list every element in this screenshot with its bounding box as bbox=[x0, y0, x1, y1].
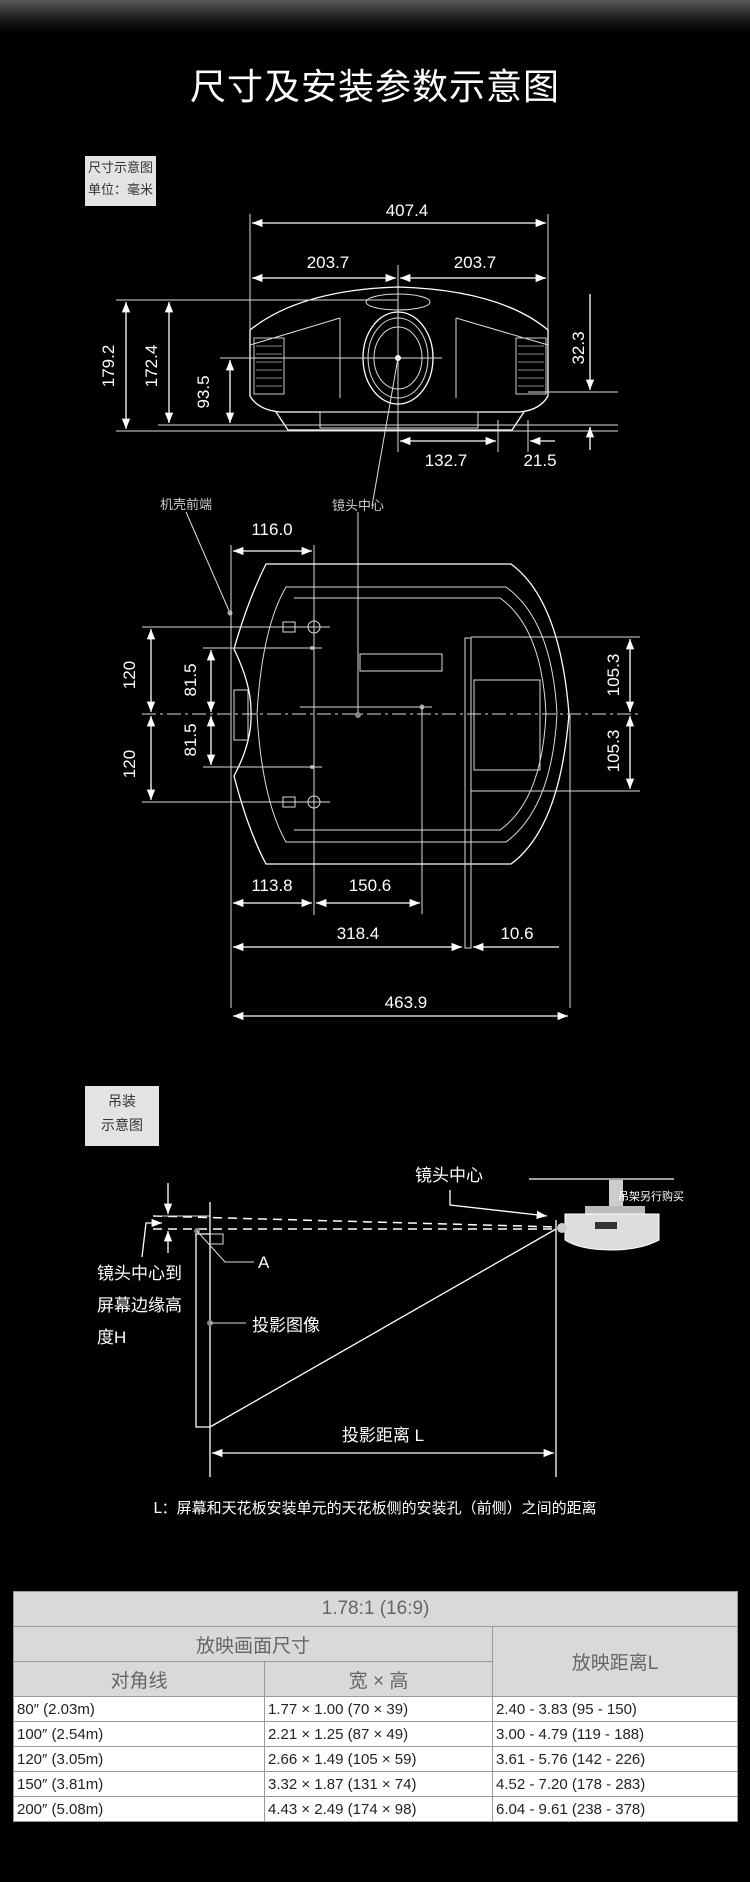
throw-distance-table: 1.78:1 (16:9) 放映画面尺寸 放映距离L 对角线 宽 × 高 80″… bbox=[13, 1591, 738, 1822]
table-distance-header: 放映距离L bbox=[492, 1626, 738, 1697]
table-row: 150″ (3.81m)3.32 × 1.87 (131 × 74)4.52 -… bbox=[13, 1771, 738, 1797]
table-row: 200″ (5.08m)4.43 × 2.49 (174 × 98)6.04 -… bbox=[13, 1796, 738, 1822]
table-row: 80″ (2.03m)1.77 × 1.00 (70 × 39)2.40 - 3… bbox=[13, 1696, 738, 1722]
table-diagonal-header: 对角线 bbox=[13, 1661, 265, 1697]
dim-right-down: 105.3 bbox=[604, 730, 623, 773]
top-gradient-bar bbox=[0, 0, 750, 34]
cell-size: 4.43 × 2.49 (174 × 98) bbox=[264, 1796, 493, 1822]
cell-size: 2.66 × 1.49 (105 × 59) bbox=[264, 1746, 493, 1772]
dim-right-up: 105.3 bbox=[604, 654, 623, 697]
dim-depth-total: 463.9 bbox=[385, 993, 428, 1012]
cell-distance: 3.61 - 5.76 (142 - 226) bbox=[492, 1746, 738, 1772]
dim-front-to-rear: 318.4 bbox=[337, 924, 380, 943]
ceiling-tag: 吊装 示意图 bbox=[85, 1086, 159, 1146]
ceiling-tag-line1: 吊装 bbox=[108, 1094, 136, 1110]
label-point-a: A bbox=[258, 1253, 270, 1272]
dim-front-to-screw: 113.8 bbox=[251, 876, 292, 895]
cell-diagonal: 120″ (3.05m) bbox=[13, 1746, 265, 1772]
ceiling-tag-line2: 示意图 bbox=[101, 1118, 143, 1134]
table-group-header: 放映画面尺寸 bbox=[13, 1626, 493, 1662]
ceiling-diagram bbox=[141, 1178, 674, 1477]
dim-half-right: 203.7 bbox=[454, 253, 497, 272]
dim-width-total: 407.4 bbox=[386, 201, 429, 220]
table-aspect-header: 1.78:1 (16:9) bbox=[13, 1591, 738, 1627]
cell-size: 1.77 × 1.00 (70 × 39) bbox=[264, 1696, 493, 1722]
cell-diagonal: 200″ (5.08m) bbox=[13, 1796, 265, 1822]
dim-height-total: 179.2 bbox=[99, 345, 118, 388]
page-title: 尺寸及安装参数示意图 bbox=[189, 67, 560, 108]
label-h-line1: 镜头中心到 bbox=[97, 1264, 182, 1283]
dim-half-left: 203.7 bbox=[307, 253, 350, 272]
dim-foot-offset: 21.5 bbox=[523, 451, 556, 470]
dim-inner-down: 81.5 bbox=[181, 723, 200, 756]
label-h-line3: 度H bbox=[97, 1328, 126, 1347]
dim-foot-height: 32.3 bbox=[569, 331, 588, 364]
cell-distance: 6.04 - 9.61 (238 - 378) bbox=[492, 1796, 738, 1822]
table-row: 120″ (3.05m)2.66 × 1.49 (105 × 59)3.61 -… bbox=[13, 1746, 738, 1772]
dim-lens-height: 93.5 bbox=[194, 375, 213, 408]
cell-diagonal: 150″ (3.81m) bbox=[13, 1771, 265, 1797]
dim-hole-up: 120 bbox=[120, 661, 139, 689]
front-view-drawing bbox=[116, 214, 618, 507]
cell-size: 2.21 × 1.25 (87 × 49) bbox=[264, 1721, 493, 1747]
label-front-edge: 机壳前端 bbox=[160, 497, 212, 512]
label-lens-center-top: 镜头中心 bbox=[332, 498, 384, 513]
label-throw-distance: 投影距离 L bbox=[342, 1426, 424, 1445]
cell-diagonal: 100″ (2.54m) bbox=[13, 1721, 265, 1747]
cell-diagonal: 80″ (2.03m) bbox=[13, 1696, 265, 1722]
label-lens-center-ceiling: 镜头中心 bbox=[415, 1166, 483, 1185]
dim-height-body: 172.4 bbox=[142, 345, 161, 388]
dim-rear-offset: 10.6 bbox=[500, 924, 533, 943]
label-projected-image: 投影图像 bbox=[252, 1316, 320, 1335]
cell-distance: 3.00 - 4.79 (119 - 188) bbox=[492, 1721, 738, 1747]
dim-front-to-hole: 116.0 bbox=[251, 520, 292, 539]
label-h-line2: 屏幕边缘高 bbox=[97, 1296, 182, 1315]
cell-distance: 4.52 - 7.20 (178 - 283) bbox=[492, 1771, 738, 1797]
dim-inner-up: 81.5 bbox=[181, 663, 200, 696]
table-size-header: 宽 × 高 bbox=[264, 1661, 493, 1697]
cell-distance: 2.40 - 3.83 (95 - 150) bbox=[492, 1696, 738, 1722]
cell-size: 3.32 × 1.87 (131 × 74) bbox=[264, 1771, 493, 1797]
dim-screw-to-center: 150.6 bbox=[349, 876, 392, 895]
dimension-tag: 尺寸示意图 单位：毫米 bbox=[85, 156, 156, 206]
dim-hole-down: 120 bbox=[120, 750, 139, 778]
table-row: 100″ (2.54m)2.21 × 1.25 (87 × 49)3.00 - … bbox=[13, 1721, 738, 1747]
dimension-tag-unit: 单位：毫米 bbox=[87, 183, 153, 198]
top-view-drawing bbox=[142, 511, 640, 1021]
label-mount-note: 吊架另行购买 bbox=[618, 1189, 684, 1203]
dim-lens-to-foot: 132.7 bbox=[425, 451, 468, 470]
footnote: L：屏幕和天花板安装单元的天花板侧的安装孔（前侧）之间的距离 bbox=[153, 1499, 597, 1517]
dimension-tag-title: 尺寸示意图 bbox=[87, 161, 153, 176]
